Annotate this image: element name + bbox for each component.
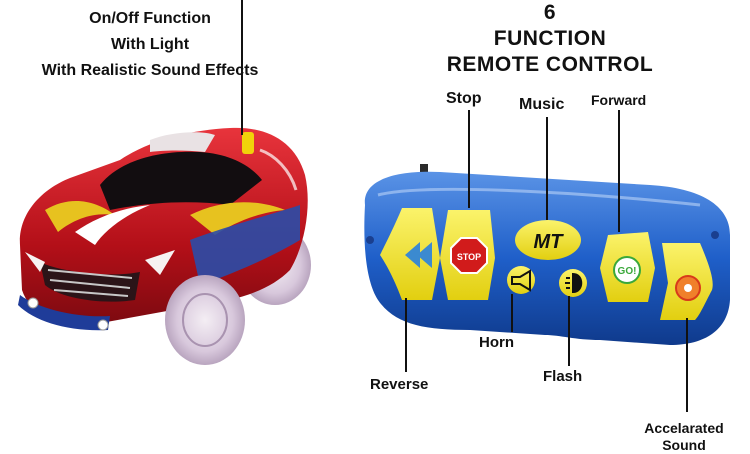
toy-car <box>18 127 311 365</box>
label-accelerated-line-2: Sound <box>662 437 706 453</box>
callout-lines <box>241 0 688 412</box>
car-callout-line-2: With Light <box>110 36 190 53</box>
label-accelerated-sound: Accelarated Sound <box>634 420 734 454</box>
headline-line-2: FUNCTION <box>493 27 607 50</box>
stop-sign-label: STOP <box>457 252 481 262</box>
headline-line-1: 6 <box>543 1 557 24</box>
remote-music-button <box>515 220 581 260</box>
remote-headline: 6 FUNCTION REMOTE CONTROL <box>420 0 680 78</box>
car-front-wheel <box>165 275 245 365</box>
headline-line-3: REMOTE CONTROL <box>446 53 654 76</box>
car-headlight-left <box>25 252 45 272</box>
remote-control: STOP MT GO! <box>364 164 730 345</box>
car-power-switch <box>242 132 254 154</box>
label-accelerated-line-1: Accelarated <box>644 420 724 436</box>
horn-icon <box>511 269 531 292</box>
headlight-icon <box>565 272 583 294</box>
label-horn: Horn <box>479 334 514 351</box>
label-music: Music <box>519 96 565 113</box>
mt-logo: MT <box>534 231 565 253</box>
label-flash: Flash <box>543 368 583 385</box>
label-stop: Stop <box>446 90 482 107</box>
car-headlight-right <box>145 250 175 275</box>
car-roof-vent <box>150 132 215 152</box>
car-flame-decal <box>45 200 115 232</box>
stop-sign-icon <box>450 237 488 274</box>
go-label: GO! <box>618 266 637 277</box>
car-feature-callout: On/Off Function With Light With Realisti… <box>0 6 300 84</box>
go-icon <box>613 256 641 284</box>
car-callout-line-3: With Realistic Sound Effects <box>41 62 259 79</box>
car-callout-line-1: On/Off Function <box>89 10 211 27</box>
car-windshield <box>100 151 262 210</box>
rewind-icon <box>405 242 432 268</box>
label-forward: Forward <box>591 92 647 108</box>
label-reverse: Reverse <box>370 376 429 393</box>
